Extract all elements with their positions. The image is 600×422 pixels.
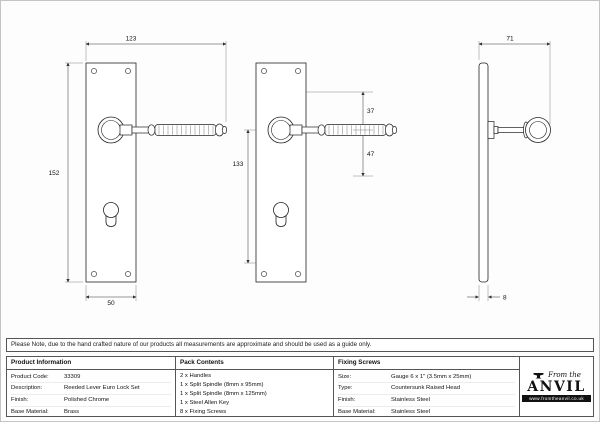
row-value: Polished Chrome [64, 397, 110, 404]
row-label: Product Code: [11, 373, 49, 380]
table-row: Type: Countersunk Raised Head [338, 383, 515, 396]
pack-item: 8 x Fixing Screws [180, 409, 227, 416]
header-pack-contents: Pack Contents [176, 357, 334, 370]
pack-item: 1 x Split Spindle (8mm x 95mm) [180, 381, 264, 388]
table-row: Finish: Polished Chrome [11, 395, 171, 408]
approximation-note: Please Note, due to the hand crafted nat… [6, 338, 594, 352]
row-value: Gauge 6 x 1" (3.5mm x 25mm) [391, 373, 472, 380]
row-label: Base Material: [11, 409, 49, 416]
row-label: Finish: [338, 397, 356, 404]
table-row: Finish: Stainless Steel [338, 395, 515, 408]
dim-projection: 71 [506, 36, 514, 43]
table-row: Size: Gauge 6 x 1" (3.5mm x 25mm) [338, 372, 515, 384]
grip-end-inner [529, 121, 547, 139]
dim-plate-thickness: 8 [503, 295, 507, 302]
row-value: 33309 [64, 373, 81, 380]
table-row: Base Material: Brass [11, 407, 171, 416]
neck-side [497, 127, 525, 133]
fixing-screws-cell: Size: Gauge 6 x 1" (3.5mm x 25mm) Type: … [334, 370, 520, 416]
dim-centres: 133 [233, 161, 244, 168]
row-value: Stainless Steel [391, 409, 430, 416]
table-row: Base Material: Stainless Steel [338, 407, 515, 416]
spec-table: Product Information Pack Contents Fixing… [6, 356, 594, 417]
row-label: Type: [338, 385, 353, 392]
logo-brand-name: ANVIL [527, 378, 586, 395]
logo-website: www.fromtheanvil.co.uk [522, 394, 591, 403]
pack-item: 2 x Handles [180, 372, 212, 379]
dim-overall-width: 123 [126, 36, 137, 43]
header-product-information: Product Information [7, 357, 176, 370]
row-label: Description: [11, 385, 43, 392]
lever-side-view [478, 62, 551, 283]
backplate-edge [478, 62, 489, 283]
dim-top-offset: 37 [367, 108, 375, 115]
table-row: Description: Reeded Lever Euro Lock Set [11, 383, 171, 396]
header-fixing-screws: Fixing Screws [334, 357, 520, 370]
row-value: Reeded Lever Euro Lock Set [64, 385, 140, 392]
row-label: Finish: [11, 397, 29, 404]
dim-plate-width: 50 [107, 300, 115, 307]
anvil-logo: From the ANVIL www.fromtheanvil.co.uk [520, 357, 593, 416]
pack-item: 1 x Steel Allen Key [180, 400, 230, 407]
pack-contents-cell: 2 x Handles 1 x Split Spindle (8mm x 95m… [176, 370, 334, 416]
technical-drawing: 123 152 50 133 37 47 71 [49, 36, 551, 307]
front-view-middle [255, 62, 398, 283]
collar-side [493, 126, 499, 134]
dim-plate-height: 152 [49, 170, 60, 177]
row-value: Brass [64, 409, 80, 416]
row-value: Countersunk Raised Head [391, 385, 461, 392]
anvil-icon [533, 372, 544, 379]
row-label: Base Material: [338, 409, 376, 416]
row-value: Stainless Steel [391, 397, 430, 404]
row-label: Size: [338, 373, 352, 380]
rose-side [487, 121, 495, 139]
table-row: Product Code: 33309 [11, 372, 171, 384]
logo-top: From the [532, 371, 581, 380]
logo-tagline: From the [548, 371, 581, 380]
front-view-left [85, 62, 228, 283]
product-information-cell: Product Code: 33309 Description: Reeded … [7, 370, 176, 416]
dim-lock-centres: 47 [367, 151, 375, 158]
pack-item: 1 x Split Spindle (8mm x 125mm) [180, 390, 267, 397]
